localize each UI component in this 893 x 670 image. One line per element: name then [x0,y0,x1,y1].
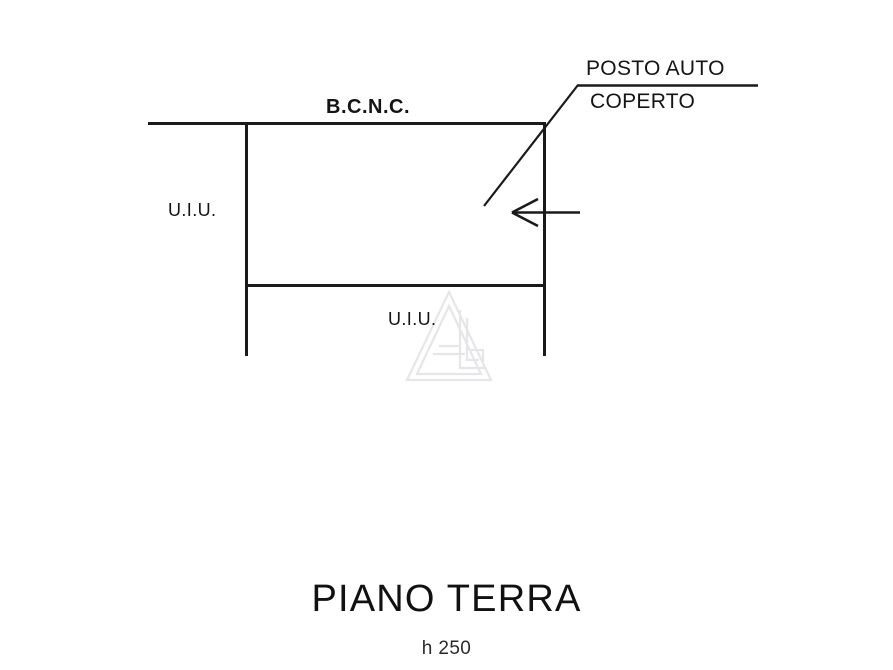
leader-line-diagonal [483,84,579,207]
arrow-head-upper [511,197,539,214]
label-posto-auto: POSTO AUTO [586,57,725,80]
plan-subtitle-height: h 250 [421,638,472,659]
label-coperto: COPERTO [590,90,696,113]
label-bcnc: B.C.N.C. [326,96,410,118]
label-uiu-bottom: U.I.U. [388,309,437,329]
label-uiu-left: U.I.U. [168,200,217,220]
arrow-head-lower [511,211,539,228]
plan-title: PIANO TERRA [311,578,582,620]
